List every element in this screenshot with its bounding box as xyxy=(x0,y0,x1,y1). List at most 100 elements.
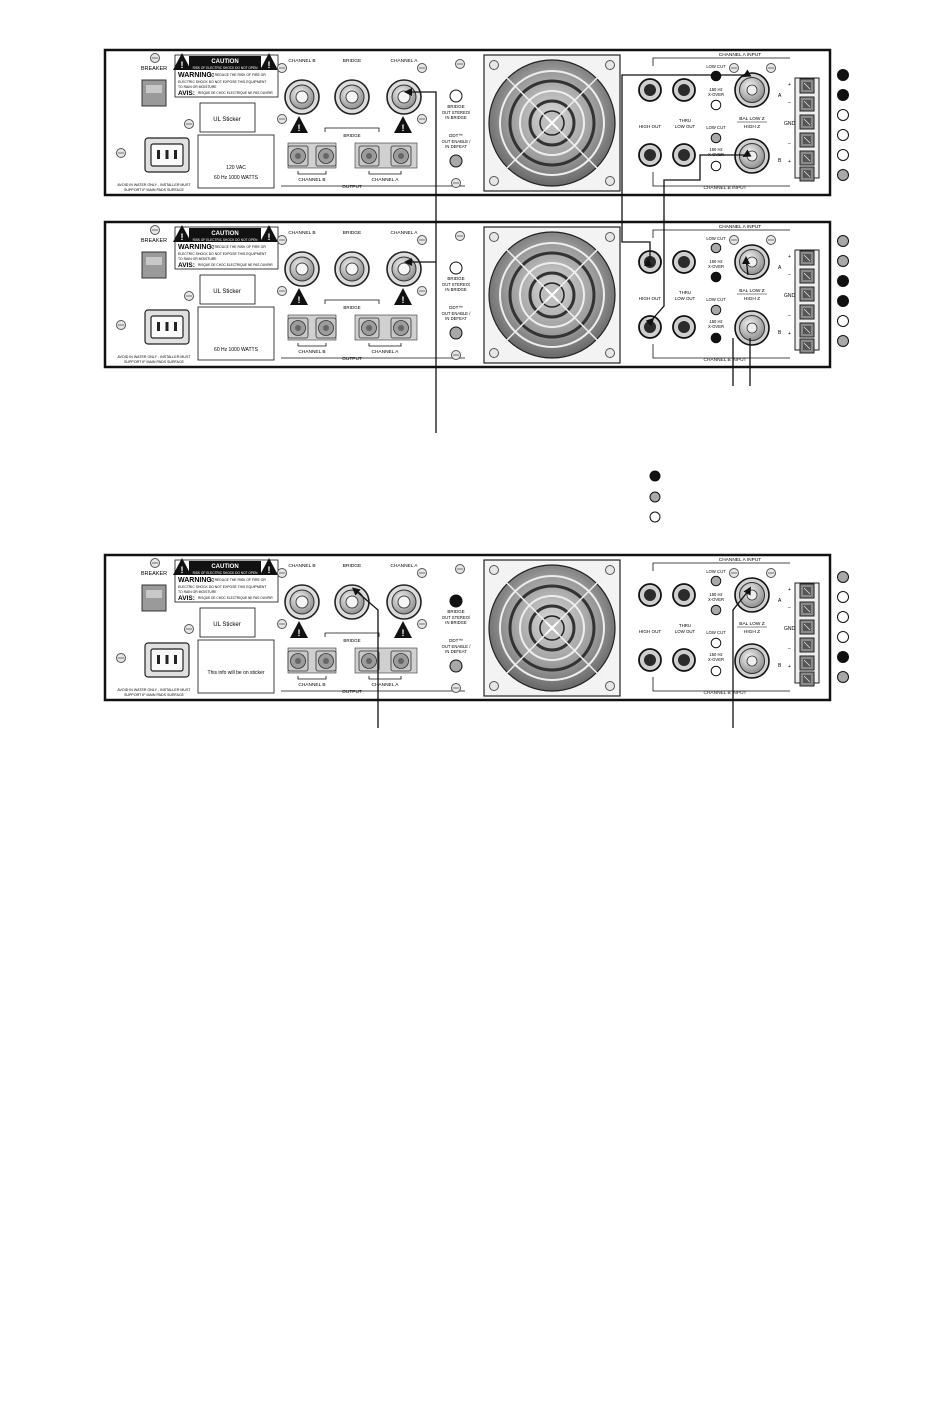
channel-a-input-label: CHANNEL A INPUT xyxy=(719,224,762,230)
power-inlet-icon[interactable] xyxy=(144,137,190,173)
binding-post[interactable] xyxy=(287,145,309,167)
ddt-label: DDT™ xyxy=(449,133,463,138)
speakon-channel-a[interactable] xyxy=(386,79,422,115)
combo-input-a[interactable] xyxy=(734,244,770,280)
low-cut-switch-a[interactable] xyxy=(710,70,722,82)
ddt-label: DDT™ xyxy=(449,305,463,310)
high-out-jack-a[interactable] xyxy=(638,78,662,102)
terminal-screw[interactable] xyxy=(799,322,815,338)
speakon-channel-a[interactable] xyxy=(386,584,422,620)
low-out-jack-b[interactable] xyxy=(672,143,696,167)
speakon-channel-a[interactable] xyxy=(386,251,422,287)
terminal-screw[interactable] xyxy=(799,655,815,671)
xover-label: X-OVER xyxy=(708,92,724,97)
binding-post[interactable] xyxy=(390,145,412,167)
binding-post[interactable] xyxy=(315,317,337,339)
terminal-screw[interactable] xyxy=(799,114,815,130)
low-out-jack-a[interactable] xyxy=(672,583,696,607)
low-cut-switch-a[interactable] xyxy=(710,242,722,254)
low-cut-switch-a[interactable] xyxy=(710,575,722,587)
binding-post[interactable] xyxy=(390,650,412,672)
binding-post[interactable] xyxy=(287,317,309,339)
bridge-mode-switch[interactable] xyxy=(449,89,463,103)
channel-a-input-label: CHANNEL A INPUT xyxy=(719,557,762,563)
input-b-label: B xyxy=(778,158,782,164)
terminal-indicator-dot xyxy=(837,169,849,181)
low-out-jack-b[interactable] xyxy=(672,648,696,672)
speakon-bridge[interactable] xyxy=(334,79,370,115)
binding-post[interactable] xyxy=(358,317,380,339)
mode-switches: BRIDGE OUT STEREO/ IN BRIDGE DDT™ OUT EN… xyxy=(442,59,471,188)
terminal-screw[interactable] xyxy=(799,601,815,617)
terminal-screw[interactable] xyxy=(799,338,815,354)
power-inlet-icon[interactable] xyxy=(144,309,190,345)
avis-word: AVIS: xyxy=(178,90,195,97)
speakon-channel-b[interactable] xyxy=(284,584,320,620)
xover-switch-a[interactable] xyxy=(710,99,722,111)
combo-input-b[interactable] xyxy=(734,643,770,679)
high-out-jack-b[interactable] xyxy=(638,143,662,167)
terminal-screw[interactable] xyxy=(799,78,815,94)
binding-post[interactable] xyxy=(315,145,337,167)
bridge-bracket-label: BRIDGE xyxy=(343,305,360,310)
terminal-screw[interactable] xyxy=(799,96,815,112)
terminal-screw[interactable] xyxy=(799,583,815,599)
low-cut-switch-b[interactable] xyxy=(710,304,722,316)
terminal-screw[interactable] xyxy=(799,132,815,148)
combo-input-b[interactable] xyxy=(734,310,770,346)
amplifier-unit-3: BREAKER CAUTION RISK OF ELECTRIC SHOCK D… xyxy=(103,553,832,702)
bridge-mode-switch[interactable] xyxy=(449,594,463,608)
xover-switch-b[interactable] xyxy=(710,160,722,172)
high-z-label: HIGH Z xyxy=(744,629,760,635)
ddt-label: OUT ENABLE / xyxy=(442,644,472,649)
arrow-icon xyxy=(404,88,412,96)
terminal-screw[interactable] xyxy=(799,619,815,635)
ddt-switch[interactable] xyxy=(449,154,463,168)
speakon-channel-b[interactable] xyxy=(284,251,320,287)
high-out-jack-a[interactable] xyxy=(638,583,662,607)
low-cut-switch-b[interactable] xyxy=(710,637,722,649)
ddt-switch[interactable] xyxy=(449,326,463,340)
binding-post[interactable] xyxy=(287,650,309,672)
terminal-screw[interactable] xyxy=(799,268,815,284)
terminal-screw[interactable] xyxy=(799,150,815,166)
terminal-screw[interactable] xyxy=(799,637,815,653)
binding-post[interactable] xyxy=(358,650,380,672)
terminal-screw[interactable] xyxy=(799,304,815,320)
low-out-jack-a[interactable] xyxy=(672,78,696,102)
speakon-channel-b[interactable] xyxy=(284,79,320,115)
bridge-mode-switch[interactable] xyxy=(449,261,463,275)
high-out-jack-b[interactable] xyxy=(638,648,662,672)
terminal-screw[interactable] xyxy=(799,286,815,302)
combo-input-a[interactable] xyxy=(734,577,770,613)
binding-post[interactable] xyxy=(358,145,380,167)
screw-icon xyxy=(729,568,739,578)
warning-line1: TO REDUCE THE RISK OF FIRE OR xyxy=(209,578,266,582)
terminal-screw[interactable] xyxy=(799,166,815,182)
low-out-jack-b[interactable] xyxy=(672,315,696,339)
binding-post[interactable] xyxy=(315,650,337,672)
xover-switch-a[interactable] xyxy=(710,604,722,616)
high-z-label: HIGH Z xyxy=(744,296,760,302)
bal-low-z-label: BAL LOW Z xyxy=(739,288,764,294)
high-z-label: HIGH Z xyxy=(744,124,760,130)
power-inlet-icon[interactable] xyxy=(144,642,190,678)
breaker-section: BREAKER xyxy=(141,571,167,612)
screw-icon xyxy=(150,225,160,235)
xover-switch-b[interactable] xyxy=(710,332,722,344)
ddt-label: IN DEFEAT xyxy=(445,144,467,149)
low-cut-switch-b[interactable] xyxy=(710,132,722,144)
terminal-screw[interactable] xyxy=(799,250,815,266)
speakon-bridge[interactable] xyxy=(334,584,370,620)
binding-post[interactable] xyxy=(390,317,412,339)
speakon-bridge[interactable] xyxy=(334,251,370,287)
combo-input-a[interactable] xyxy=(734,72,770,108)
combo-input-b[interactable] xyxy=(734,138,770,174)
xover-switch-b[interactable] xyxy=(710,665,722,677)
xover-switch-a[interactable] xyxy=(710,271,722,283)
legend-dot-white xyxy=(649,511,661,523)
warning-word: WARNING: xyxy=(178,244,214,251)
ddt-switch[interactable] xyxy=(449,659,463,673)
terminal-screw[interactable] xyxy=(799,671,815,687)
low-out-jack-a[interactable] xyxy=(672,250,696,274)
